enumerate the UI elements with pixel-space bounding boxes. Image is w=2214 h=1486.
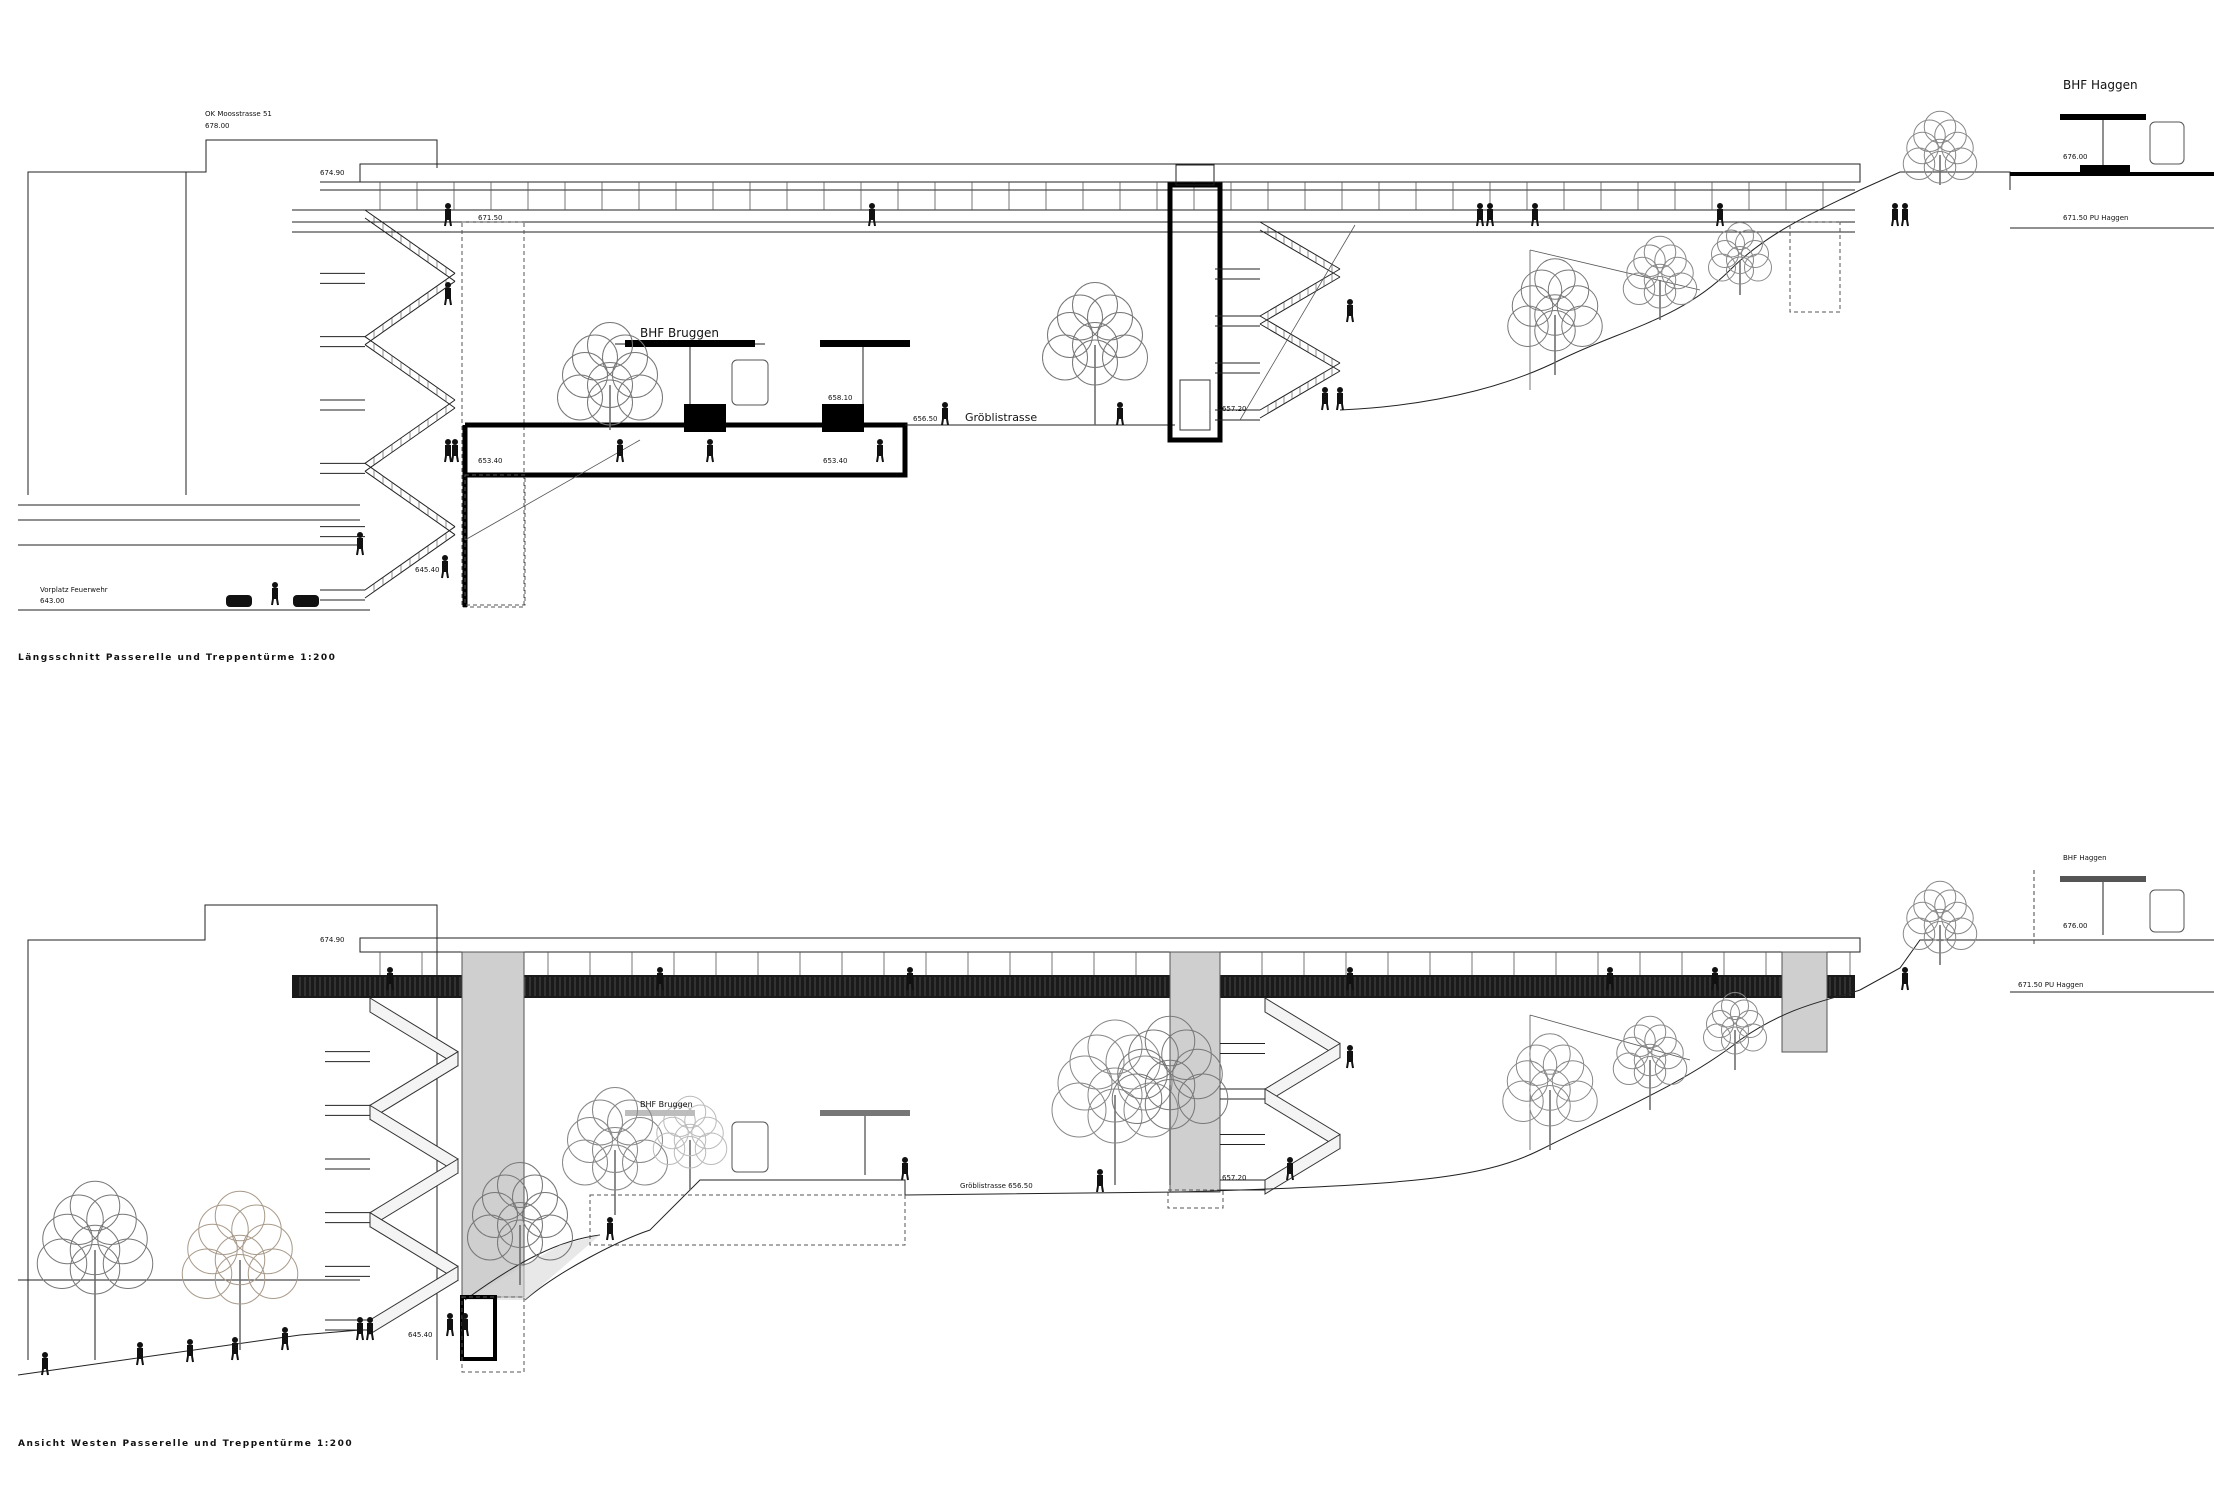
label-bhf-bruggen-elev: BHF Bruggen	[640, 1100, 693, 1109]
label-pu-haggen: 671.50 PU Haggen	[2063, 214, 2128, 222]
label-645-40: 645.40	[415, 566, 440, 574]
canopies-bruggen-top	[625, 340, 910, 406]
station-bruggen-elev	[460, 1110, 1181, 1373]
caption-elevation: Ansicht Westen Passerelle und Treppentür…	[18, 1439, 353, 1449]
label-ok-moosstrasse: OK Moosstrasse 51	[205, 110, 272, 118]
label-pu-haggen-elev: 671.50 PU Haggen	[2018, 981, 2083, 989]
label-674-90: 674.90	[320, 169, 345, 177]
label-ok-moosstrasse-level: 678.00	[205, 122, 230, 130]
canopy-haggen-top	[2060, 114, 2185, 165]
section-drawing	[18, 110, 2214, 611]
right-stairs-elev	[1220, 997, 1341, 1195]
left-stairs-elev	[325, 997, 459, 1335]
label-bhf-bruggen: BHF Bruggen	[640, 326, 719, 340]
elevation-drawing	[17, 870, 2214, 1376]
label-bhf-haggen: BHF Haggen	[2063, 78, 2138, 92]
label-657-20: 657.20	[1222, 405, 1247, 413]
label-vorplatz: Vorplatz Feuerwehr	[40, 586, 108, 594]
label-671-50: 671.50	[478, 214, 503, 222]
right-tower-elev	[1781, 951, 1828, 1053]
station-bruggen-structure	[462, 343, 1175, 607]
label-656-50: 656.50	[913, 415, 938, 423]
bridge-deck	[292, 163, 1861, 233]
label-groeblistrasse-elev: Gröblistrasse 656.50	[960, 1182, 1033, 1190]
right-stair-tower	[1215, 221, 1356, 421]
label-653-40-b: 653.40	[823, 457, 848, 465]
caption-section: Längsschnitt Passerelle und Treppentürme…	[18, 653, 336, 663]
label-groeblistrasse: Gröblistrasse	[965, 411, 1037, 424]
label-674-90-elev: 674.90	[320, 936, 345, 944]
label-676-00-elev: 676.00	[2063, 922, 2088, 930]
label-657-20-elev: 657.20	[1222, 1174, 1247, 1182]
label-653-40-a: 653.40	[478, 457, 503, 465]
label-658-10: 658.10	[828, 394, 853, 402]
left-stair-tower	[320, 209, 525, 608]
label-676-00: 676.00	[2063, 153, 2088, 161]
terrain-top	[1339, 165, 2214, 411]
label-vorplatz-level: 643.00	[40, 597, 65, 605]
label-bhf-haggen-elev: BHF Haggen	[2063, 854, 2107, 862]
left-tower-elev	[461, 951, 525, 1298]
central-tower-elev	[1169, 951, 1221, 1193]
label-645-40-elev: 645.40	[408, 1331, 433, 1339]
central-lift-tower	[1167, 164, 1223, 443]
bridge-deck-elev	[292, 937, 1861, 998]
